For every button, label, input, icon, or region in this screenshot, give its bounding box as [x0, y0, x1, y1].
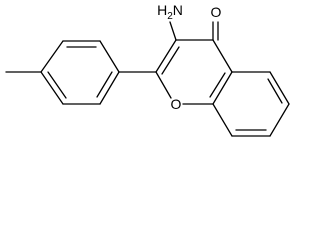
- amino-h-count: 2: [167, 11, 173, 22]
- c4-c4a-bond: [212, 39, 233, 73]
- benzo-bond: [269, 71, 290, 105]
- structure-canvas: H2N O O: [5, 2, 290, 137]
- benzo-ring: [209, 71, 290, 137]
- pyranone-ring: [155, 39, 233, 105]
- tolyl-bond: [40, 40, 64, 73]
- tolyl-bond: [40, 71, 64, 105]
- carbonyl-oxygen-label: O: [211, 4, 222, 20]
- benzo-bond: [212, 71, 233, 105]
- c2-c3-double-bond: [161, 46, 180, 75]
- benzo-bond: [269, 103, 290, 137]
- c2-c3-bond: [155, 39, 177, 73]
- amino-bond: [169, 21, 177, 41]
- benzo-bond: [212, 103, 233, 137]
- molecule-drawing: H2N O O: [5, 2, 290, 137]
- benzo-double-bond: [267, 78, 283, 104]
- ring-oxygen-label: O: [171, 96, 182, 112]
- c2-o1-bond: [155, 71, 172, 99]
- tolyl-ring: [40, 40, 120, 105]
- tolyl-bond: [99, 40, 120, 73]
- tolyl-double-bond: [96, 71, 113, 98]
- amino-nitrogen-label: H2N: [157, 2, 183, 22]
- amino-n-label: N: [173, 2, 183, 18]
- tolyl-bond: [99, 71, 120, 105]
- tolyl-double-bond: [47, 71, 67, 99]
- amino-h-label: H: [157, 2, 167, 18]
- benzo-double-bond: [209, 72, 226, 98]
